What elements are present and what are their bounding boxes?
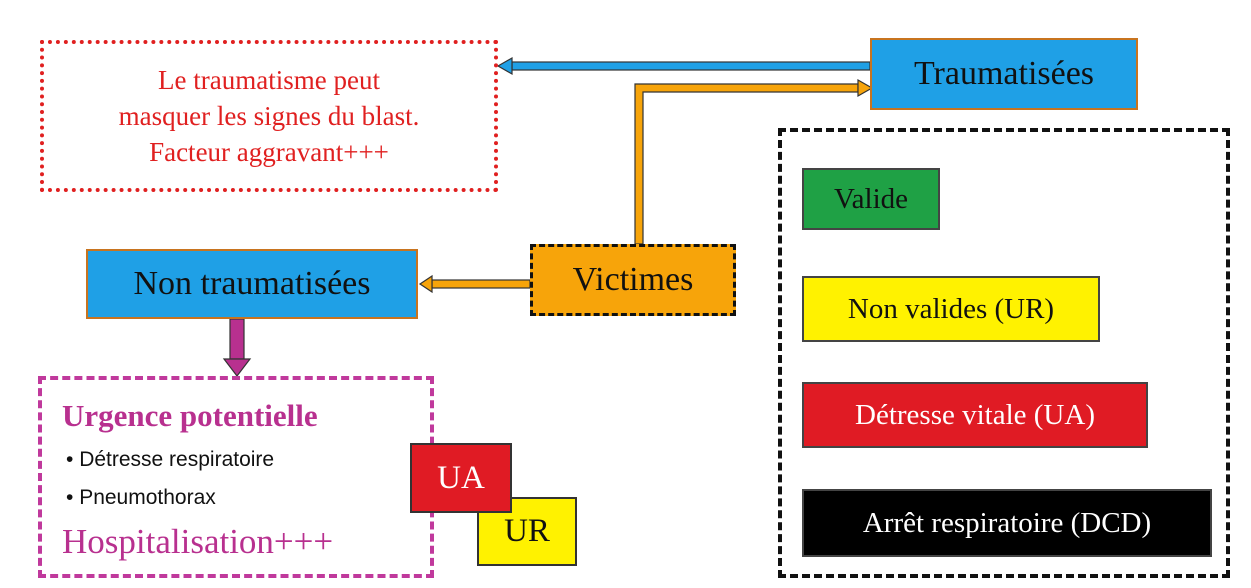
arrow-traumatisees-to-note — [496, 56, 871, 76]
triage-legend-panel — [778, 128, 1230, 578]
legend-item-valide: Valide — [802, 168, 940, 230]
note-line: Facteur aggravant+++ — [149, 137, 389, 167]
badge-ua: UA — [410, 443, 512, 513]
urgence-title: Urgence potentielle — [62, 398, 318, 433]
note-line: Le traumatisme peut — [158, 65, 380, 95]
node-victimes: Victimes — [530, 244, 736, 316]
bullet-text: Détresse respiratoire — [79, 448, 275, 471]
node-non-traumatisees: Non traumatisées — [86, 249, 418, 319]
arrow-non-traumatisees-to-urgence — [222, 318, 252, 377]
bullet-text: Pneumothorax — [79, 486, 216, 509]
hospitalisation-label: Hospitalisation+++ — [62, 522, 334, 561]
legend-item-detresse-vitale: Détresse vitale (UA) — [802, 382, 1148, 448]
urgence-bullet-item: • Pneumothorax — [66, 486, 216, 509]
urgence-bullet-item: • Détresse respiratoire — [66, 448, 275, 471]
blast-warning-note: Le traumatisme peut masquer les signes d… — [40, 40, 498, 192]
legend-item-arret-respiratoire: Arrêt respiratoire (DCD) — [802, 489, 1212, 557]
legend-item-non-valides: Non valides (UR) — [802, 276, 1100, 342]
note-line: masquer les signes du blast. — [118, 101, 420, 131]
arrow-victimes-to-non-traumatisees — [418, 274, 531, 294]
node-traumatisees: Traumatisées — [870, 38, 1138, 110]
